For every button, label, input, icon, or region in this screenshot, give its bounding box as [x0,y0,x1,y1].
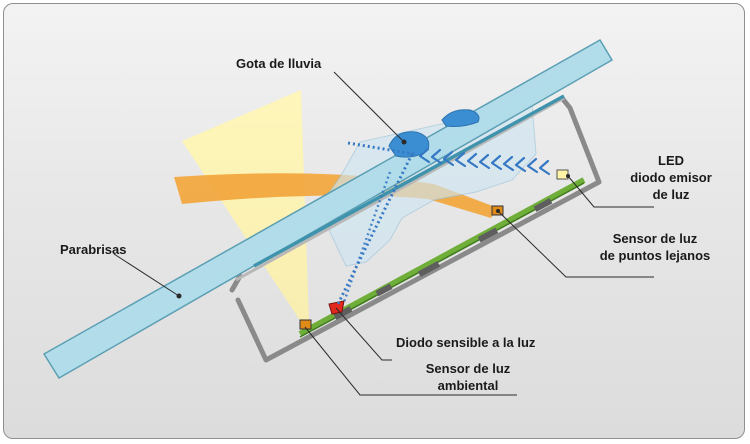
led-component [556,169,569,180]
leader-far-sensor [497,210,654,278]
label-ambient-sensor: Sensor de luz ambiental [412,360,524,394]
raindrop-second-icon [441,109,480,127]
leader-led-dot [566,174,570,178]
label-far-sensor-line2: de puntos lejanos [599,248,711,263]
label-far-sensor: Sensor de luz de puntos lejanos [580,230,730,264]
label-raindrop: Gota de lluvia [236,56,322,71]
leader-windshield-dot [176,293,182,299]
leader-led [567,175,654,208]
ambient-light-sensor-component [299,319,312,330]
label-far-sensor-line1: Sensor de luz [612,231,698,246]
led-light-arrows [418,147,551,176]
windshield-inner-edge [253,94,565,268]
leader-raindrop [333,71,405,143]
label-photodiode: Diodo sensible a la luz [396,335,536,350]
label-led: LED diodo emisor de luz [616,152,726,203]
label-ambient-line1: Sensor de luz [425,361,511,376]
label-led-line1: LED [658,153,684,168]
ambient-light-beam [182,90,309,322]
label-led-line3: de luz [652,187,690,202]
housing-top-rim [235,96,565,282]
label-led-line2: diodo emisor [630,170,712,185]
scatter-ray-dotted [347,141,415,156]
diagram-frame: Gota de lluvia LED diodo emisor de luz S… [3,3,745,439]
leader-lines [113,71,654,396]
leader-far-sensor-dot [496,209,500,213]
rain-sensor-diagram [42,38,654,396]
circuit-chips [333,198,553,320]
leader-raindrop-dot [401,139,407,145]
leader-windshield [113,253,180,297]
photodiode-component [328,300,345,315]
label-ambient-line2: ambiental [437,378,499,393]
label-windshield: Parabrisas [60,242,127,257]
leader-photodiode [335,307,392,361]
leader-ambient [304,326,517,396]
